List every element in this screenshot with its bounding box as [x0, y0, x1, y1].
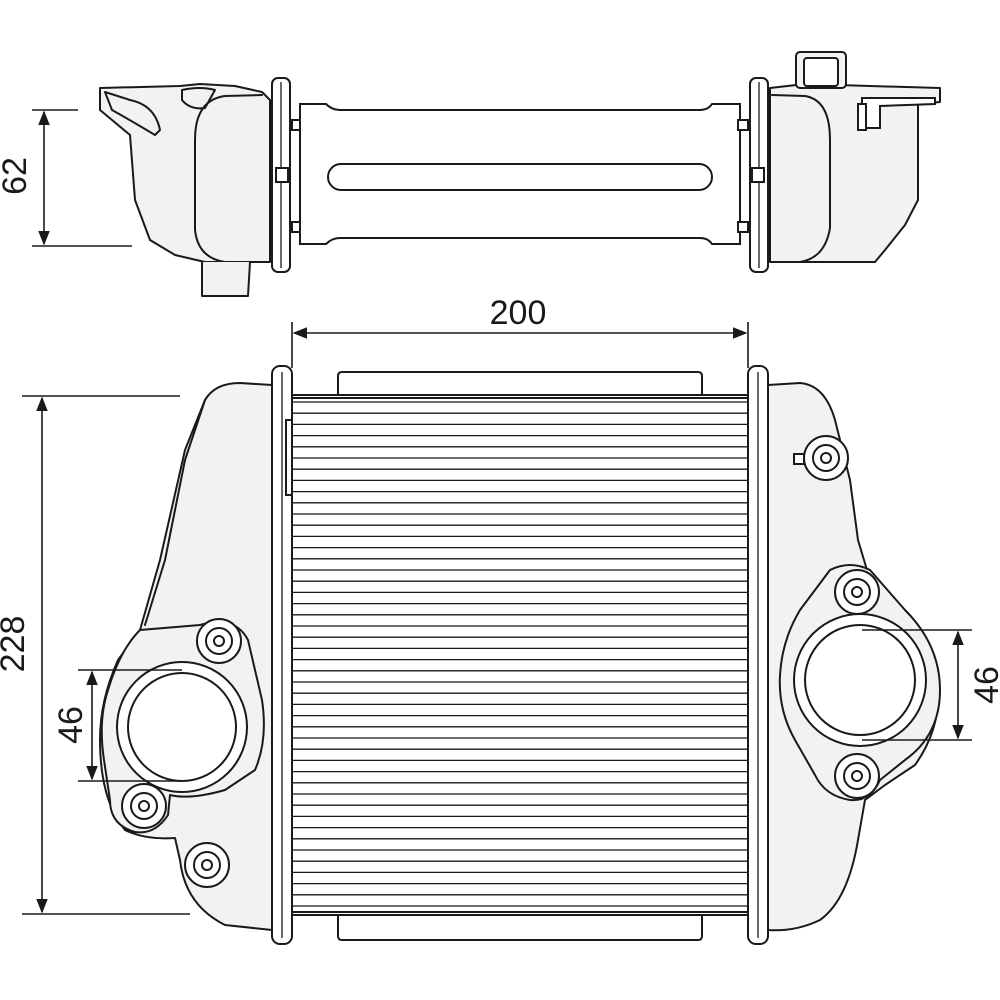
- side-right-tank-inner: [771, 94, 831, 263]
- front-left-bolt-lower: [184, 842, 230, 888]
- dimension-left-46-label: 46: [52, 706, 90, 744]
- front-right-bolt-upper: [793, 435, 849, 481]
- side-core-slot: [327, 163, 713, 191]
- dimension-200-label: 200: [490, 294, 547, 332]
- dimension-62: 62: [0, 109, 132, 247]
- dimension-228-label: 228: [0, 616, 32, 673]
- front-view: [99, 365, 941, 945]
- front-left-tank-edge: [144, 399, 206, 626]
- front-bottom-cap: [337, 915, 703, 941]
- side-view: [99, 51, 941, 297]
- side-left-bracket: [181, 87, 216, 110]
- front-core-fins: [292, 401, 748, 907]
- side-left-tank: [99, 83, 271, 263]
- front-left-bolt-top: [196, 618, 242, 664]
- dimension-right-46-label: 46: [968, 666, 1000, 704]
- dimension-left-46: 46: [52, 669, 182, 782]
- front-left-bolt-bottom: [121, 783, 167, 829]
- front-right-bolt-bottom: [834, 753, 880, 799]
- dimension-right-46: 46: [862, 629, 1000, 741]
- side-left-nozzle: [201, 261, 251, 297]
- front-top-cap: [337, 371, 703, 395]
- side-left-flange: [104, 91, 161, 136]
- dimension-200: 200: [291, 294, 749, 368]
- dimension-228: 228: [0, 395, 190, 915]
- side-right-tank: [769, 83, 941, 263]
- dimension-62-label: 62: [0, 157, 34, 195]
- front-left-port-inner: [127, 672, 237, 782]
- side-left-tank-inner: [194, 94, 263, 263]
- front-right-port-inner: [804, 624, 916, 736]
- front-core-outline: [291, 397, 749, 913]
- front-right-bolt-top: [834, 569, 880, 615]
